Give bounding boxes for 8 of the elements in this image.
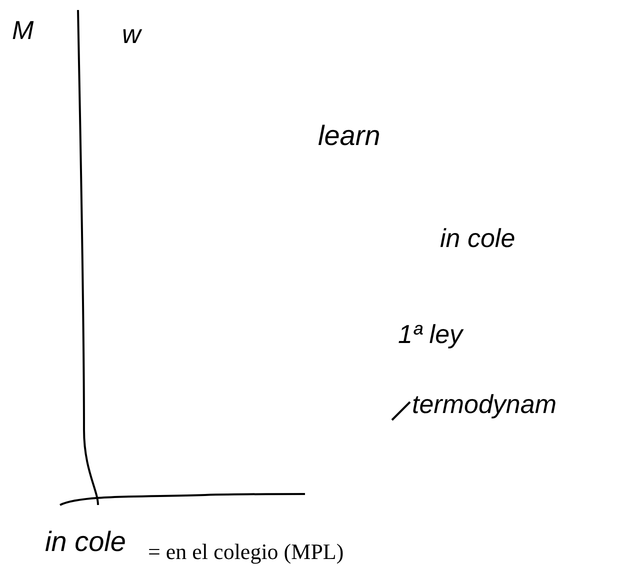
handwritten-note: in cole [440,222,516,254]
axis-label: w [122,18,141,50]
handwritten-note: in cole [45,525,126,559]
definition-note: = en el colegio (MPL) [148,538,344,566]
axis-label: M [12,14,34,46]
handwritten-note: 1ª ley [398,318,463,350]
handwritten-note: learn [318,119,380,153]
handwritten-note: termodynam [412,388,556,420]
